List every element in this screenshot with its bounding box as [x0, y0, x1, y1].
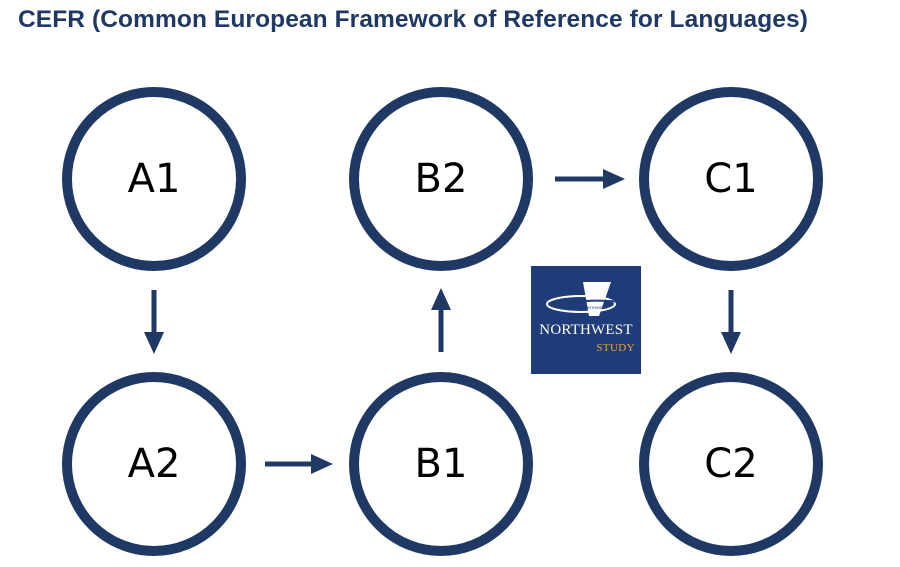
edge-b1-b2	[431, 288, 451, 352]
edge-a2-b1	[265, 454, 333, 474]
airplane-tail-icon: NORTHWEST	[546, 282, 622, 316]
node-c2: C2	[639, 372, 823, 556]
node-a2-label: A2	[128, 441, 181, 487]
northwest-study-logo: NORTHWEST NORTHWEST STUDY	[531, 266, 641, 374]
logo-subtitle: STUDY	[596, 342, 635, 354]
edge-a1-a2	[144, 290, 164, 354]
node-c2-label: C2	[704, 441, 757, 487]
node-b1: B1	[349, 372, 533, 556]
node-b1-label: B1	[415, 441, 468, 487]
logo-name: NORTHWEST	[539, 322, 633, 338]
node-b2: B2	[349, 87, 533, 271]
node-a2: A2	[62, 372, 246, 556]
node-a1: A1	[62, 87, 246, 271]
node-c1-label: C1	[704, 156, 757, 202]
node-a1-label: A1	[128, 156, 181, 202]
edge-b2-c1	[555, 169, 625, 189]
diagram-title: CEFR (Common European Framework of Refer…	[18, 6, 809, 33]
edge-c1-c2	[721, 290, 741, 354]
node-c1: C1	[639, 87, 823, 271]
node-b2-label: B2	[415, 156, 468, 202]
logo-tail-text: NORTHWEST	[582, 305, 608, 310]
